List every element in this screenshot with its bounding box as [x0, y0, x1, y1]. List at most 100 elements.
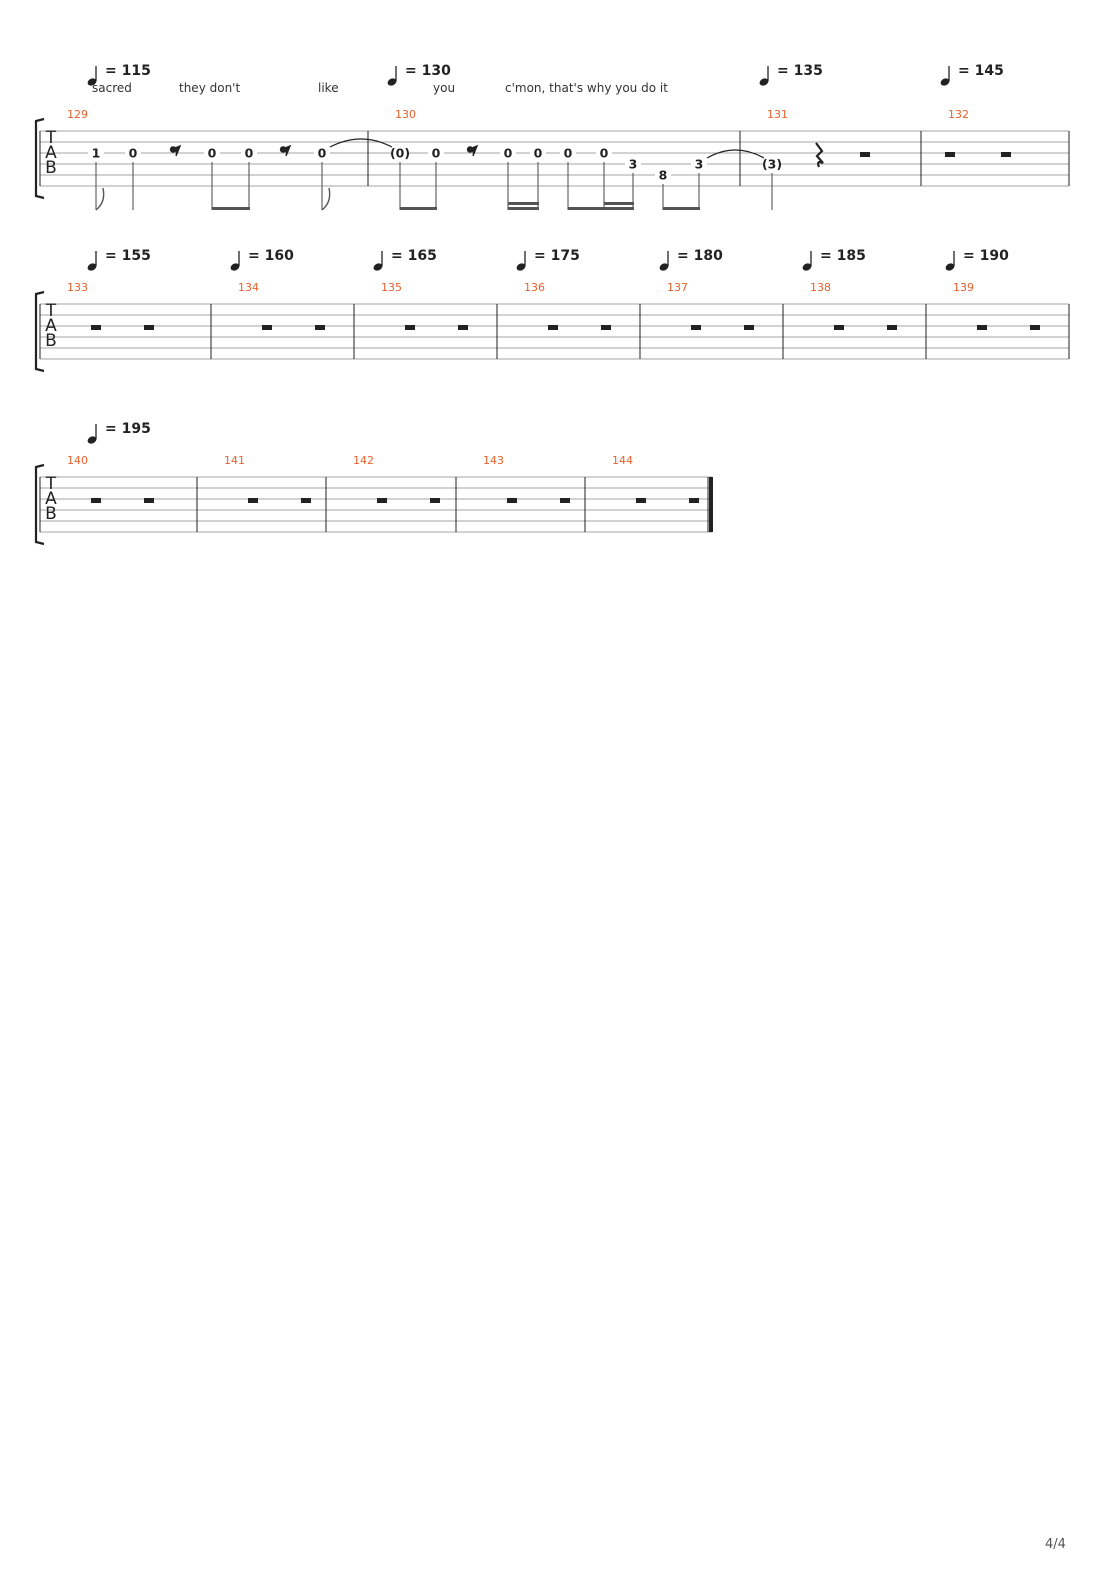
measure-number: 138 [810, 281, 831, 294]
system-bracket [34, 463, 45, 546]
tempo-marking: = 115 [105, 63, 151, 79]
eighth-rest [279, 144, 292, 157]
half-rest [248, 498, 258, 503]
lyric: c'mon, that's why you do it [505, 81, 668, 95]
half-rest [689, 498, 699, 503]
note-beam [508, 207, 539, 210]
tempo-marking: = 145 [958, 63, 1004, 79]
half-rest [405, 325, 415, 330]
eighth-rest [169, 144, 182, 157]
quarter-note-head [230, 263, 240, 271]
fret-number: 0 [208, 146, 217, 161]
quarter-note-head [945, 263, 955, 271]
fret-bg [691, 157, 707, 170]
half-rest [144, 498, 154, 503]
measure-number: 142 [353, 454, 374, 467]
fret-bg [596, 146, 612, 159]
tab-clef-letter: B [45, 504, 57, 524]
half-rest [1001, 152, 1011, 157]
fret-number: 0 [245, 146, 254, 161]
half-rest [834, 325, 844, 330]
measure-number: 131 [767, 108, 788, 121]
quarter-rest [815, 142, 824, 168]
fret-bg [241, 146, 257, 159]
fret-bg [530, 146, 546, 159]
fret-number: 0 [318, 146, 327, 161]
lyric: they don't [179, 81, 240, 95]
tab-clef-letter: B [45, 158, 57, 178]
quarter-note-head [940, 78, 950, 86]
fret-bg [314, 146, 330, 159]
tab-clef-letter: T [45, 474, 57, 494]
quarter-note-head [87, 78, 97, 86]
measure-number: 136 [524, 281, 545, 294]
fret-number: 0 [432, 146, 441, 161]
note-beam [604, 202, 634, 205]
fret-number: (0) [390, 146, 410, 161]
half-rest [636, 498, 646, 503]
fret-bg [204, 146, 220, 159]
half-rest [548, 325, 558, 330]
fret-number: 8 [659, 168, 668, 183]
tempo-marking: = 160 [248, 248, 294, 264]
half-rest [91, 325, 101, 330]
tempo-marking: = 180 [677, 248, 723, 264]
half-rest [430, 498, 440, 503]
page-number: 4/4 [1045, 1537, 1066, 1552]
quarter-note-head [659, 263, 669, 271]
tie [329, 138, 393, 148]
half-rest [507, 498, 517, 503]
fret-bg [625, 157, 641, 170]
measure-number: 135 [381, 281, 402, 294]
system-bracket [34, 117, 45, 200]
half-rest [860, 152, 870, 157]
lyric: sacred [92, 81, 132, 95]
fret-bg [500, 146, 516, 159]
fret-number: 1 [92, 146, 101, 161]
note-flag [321, 187, 331, 211]
tie [706, 149, 765, 159]
fret-bg [125, 146, 141, 159]
half-rest [301, 498, 311, 503]
note-beam [400, 207, 437, 210]
half-rest [144, 325, 154, 330]
note-beam [212, 207, 250, 210]
measure-number: 132 [948, 108, 969, 121]
half-rest [945, 152, 955, 157]
fret-number: 0 [129, 146, 138, 161]
quarter-note-head [759, 78, 769, 86]
note-beam [508, 202, 539, 205]
note-beam [568, 207, 634, 210]
half-rest [458, 325, 468, 330]
fret-bg [560, 146, 576, 159]
measure-number: 133 [67, 281, 88, 294]
half-rest [560, 498, 570, 503]
half-rest [91, 498, 101, 503]
fret-bg [764, 157, 780, 170]
tempo-marking: = 190 [963, 248, 1009, 264]
quarter-note-head [802, 263, 812, 271]
fret-number: 0 [564, 146, 573, 161]
tempo-marking: = 130 [405, 63, 451, 79]
fret-bg [655, 168, 671, 181]
measure-number: 143 [483, 454, 504, 467]
tab-clef-letter: A [45, 316, 57, 336]
system-bracket [34, 290, 45, 373]
lyric: like [318, 81, 339, 95]
half-rest [691, 325, 701, 330]
tempo-marking: = 195 [105, 421, 151, 437]
tab-clef-letter: T [45, 128, 57, 148]
fret-bg [88, 146, 104, 159]
fret-number: 0 [600, 146, 609, 161]
fret-bg [428, 146, 444, 159]
tab-clef-letter: A [45, 489, 57, 509]
quarter-note-head [516, 263, 526, 271]
quarter-note-head [387, 78, 397, 86]
tempo-marking: = 155 [105, 248, 151, 264]
measure-number: 144 [612, 454, 633, 467]
